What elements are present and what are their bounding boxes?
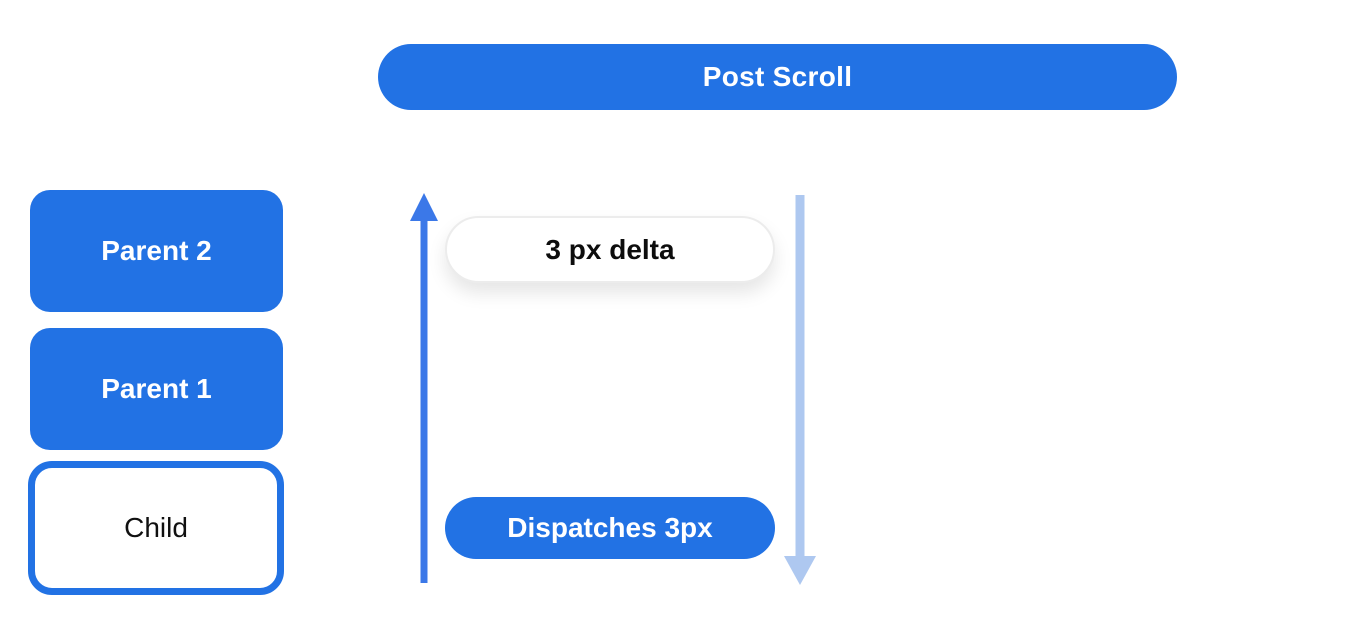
child-box: Child	[28, 461, 284, 595]
delta-pill: 3 px delta	[445, 216, 775, 283]
child-label: Child	[124, 512, 188, 543]
delta-label: 3 px delta	[545, 233, 675, 265]
parent2-label: Parent 2	[101, 235, 212, 266]
up-arrow-icon	[410, 193, 438, 583]
parent2-box: Parent 2	[30, 190, 283, 312]
dispatch-pill: Dispatches 3px	[445, 497, 775, 559]
post-scroll-banner: Post Scroll	[378, 44, 1177, 110]
parent1-box: Parent 1	[30, 328, 283, 450]
parent1-label: Parent 1	[101, 373, 212, 404]
down-arrow-icon	[784, 195, 816, 585]
dispatch-label: Dispatches 3px	[507, 512, 713, 543]
